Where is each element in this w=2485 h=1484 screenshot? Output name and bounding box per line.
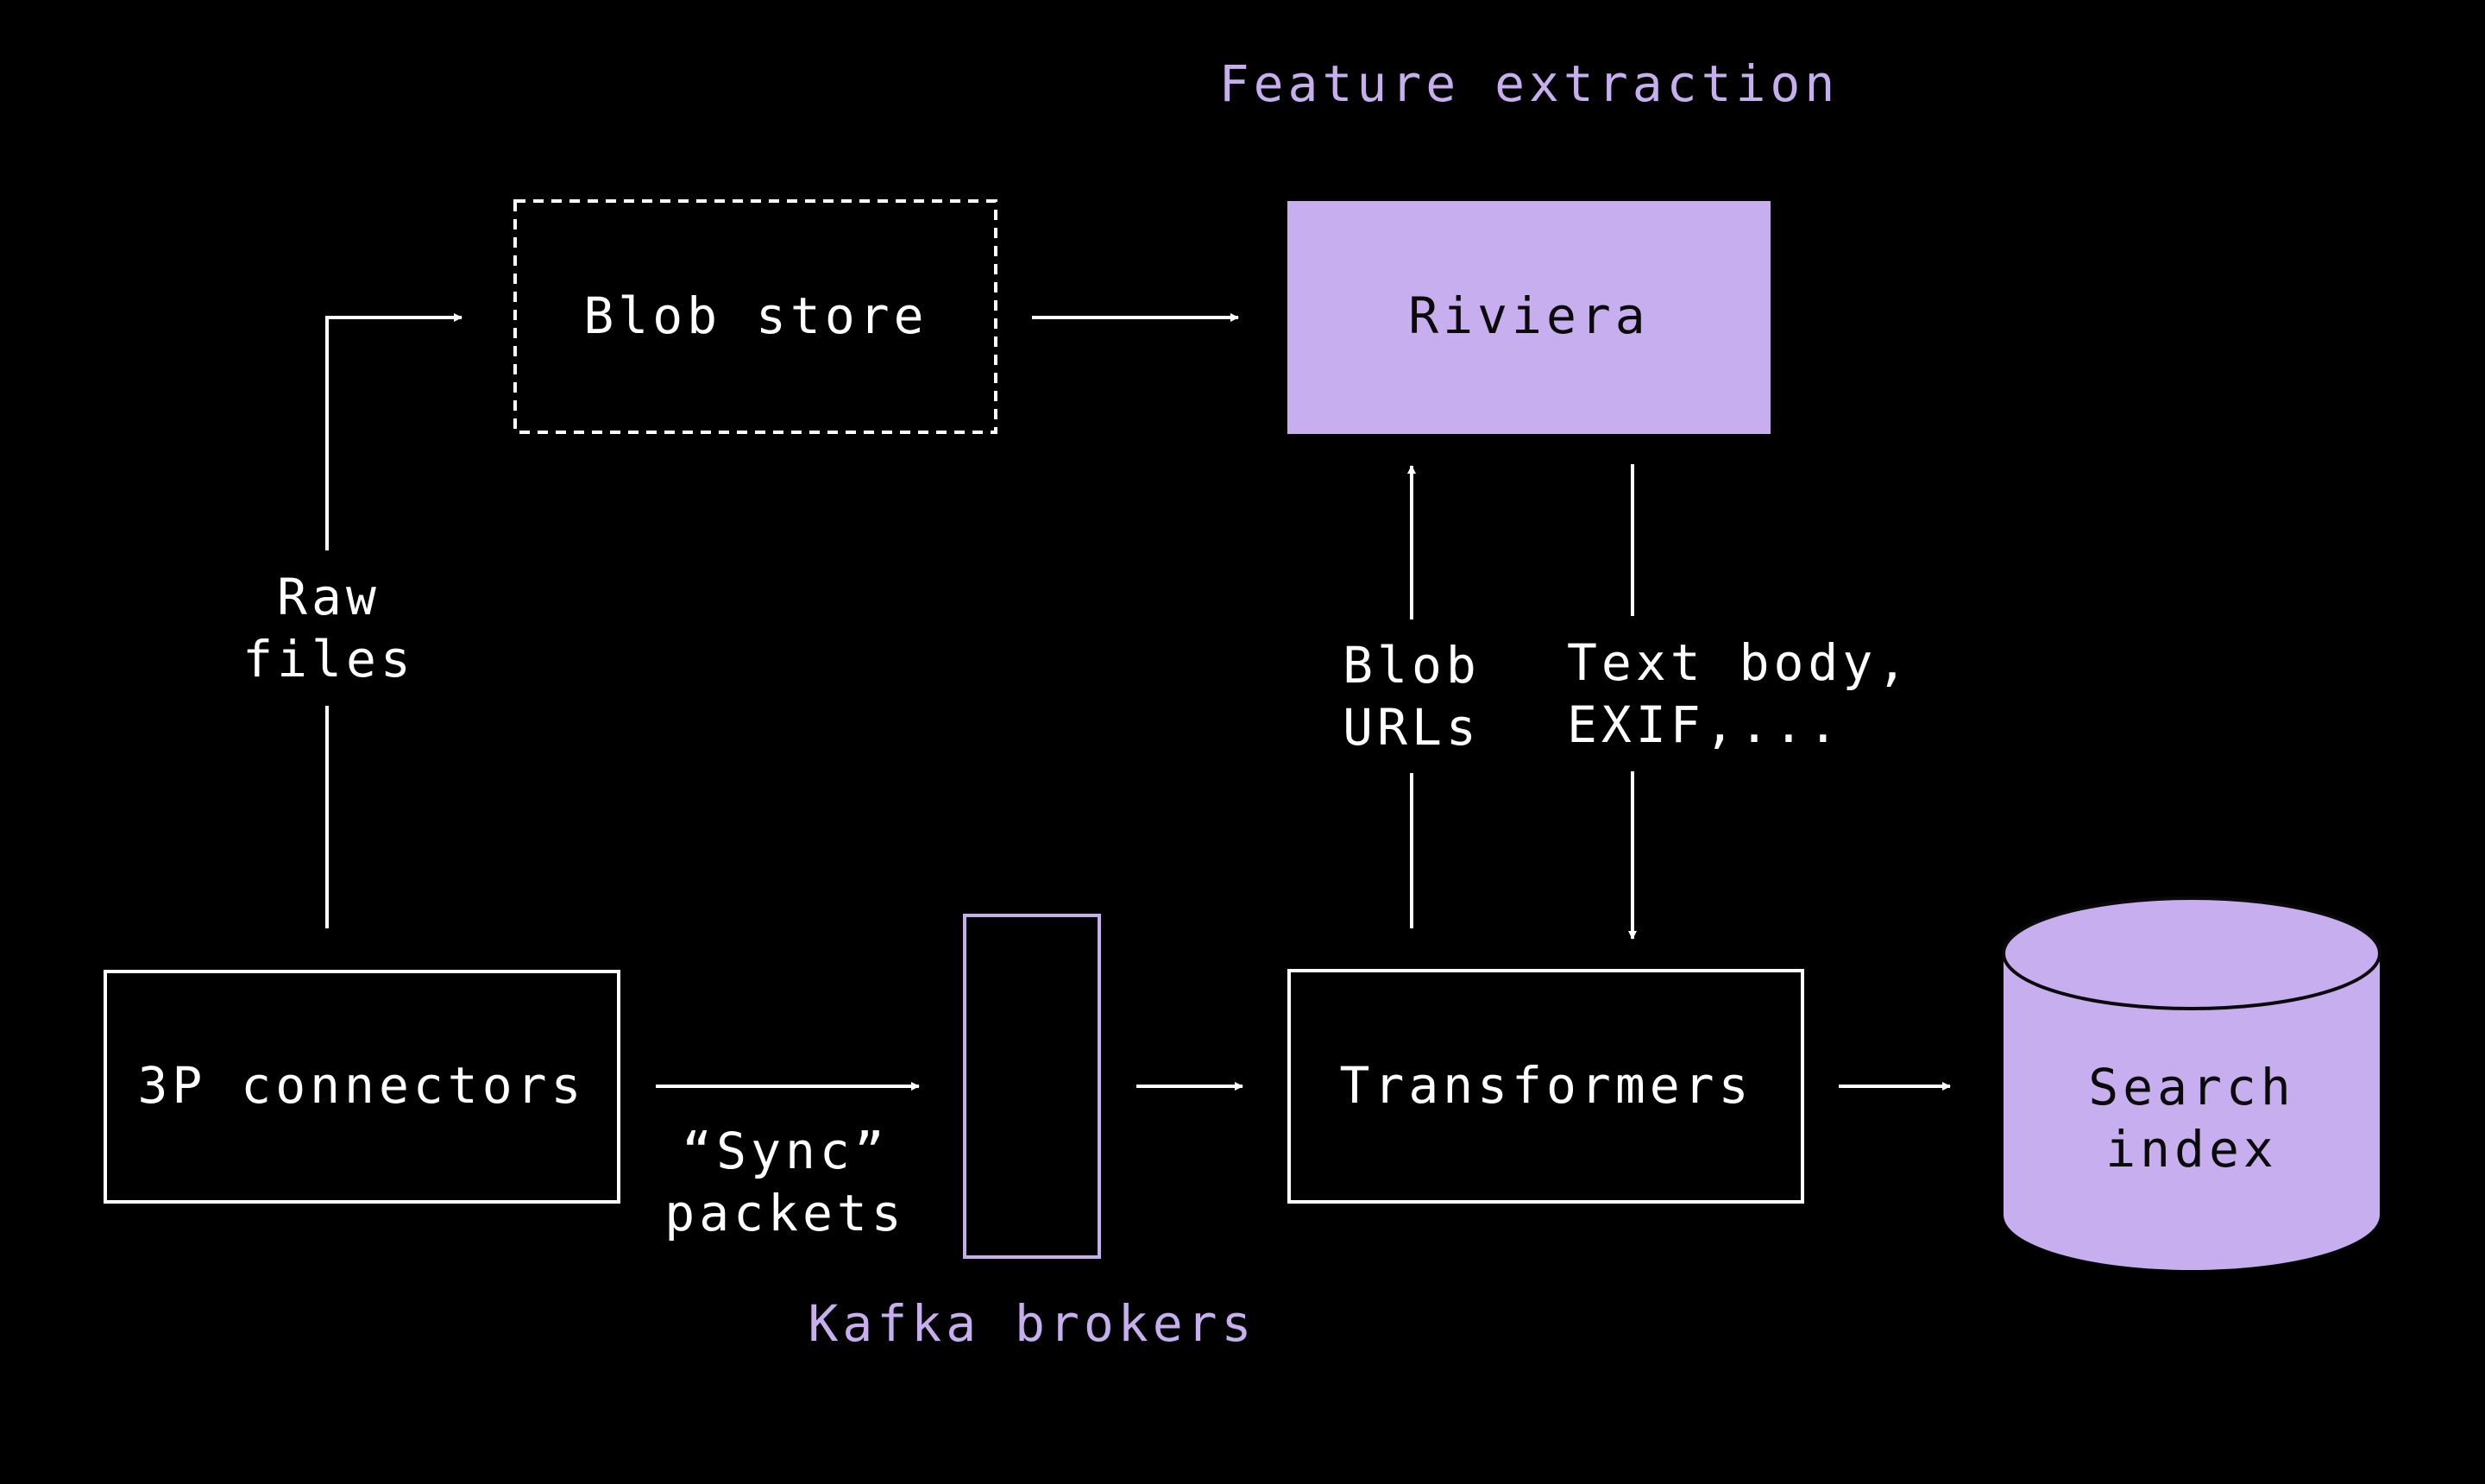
raw-files-label-line1: Raw <box>277 568 381 626</box>
raw-files-arrow <box>325 313 462 550</box>
kafka-brokers-node <box>963 914 1101 1259</box>
blob-urls-label-line1: Blob <box>1343 636 1481 695</box>
blob-store-label: Blob store <box>583 286 928 345</box>
search-index-node: Search index <box>2002 896 2381 1270</box>
sync-packets-label-line2: packets <box>664 1184 905 1242</box>
search-index-label-line2: index <box>2105 1120 2278 1179</box>
riviera-node: Riviera <box>1287 201 1771 434</box>
search-index-label-line1: Search <box>2088 1058 2295 1116</box>
blob-urls-label-line2: URLs <box>1343 698 1481 757</box>
kafka-brokers-label: Kafka brokers <box>808 1294 1256 1353</box>
riviera-label: Riviera <box>1408 286 1649 345</box>
connectors-label: 3P connectors <box>138 1056 586 1115</box>
transformers-node: Transformers <box>1287 969 1804 1204</box>
text-body-label-line2: EXIF,... <box>1567 695 1842 754</box>
sync-packets-label-line1: “Sync” <box>682 1122 889 1180</box>
transformers-label: Transformers <box>1339 1056 1752 1115</box>
connectors-node: 3P connectors <box>104 970 620 1204</box>
text-body-label-line1: Text body, <box>1567 633 1911 692</box>
blob-store-node: Blob store <box>513 199 997 434</box>
feature-extraction-label: Feature extraction <box>1219 54 1840 113</box>
raw-files-label-line2: files <box>242 630 415 689</box>
